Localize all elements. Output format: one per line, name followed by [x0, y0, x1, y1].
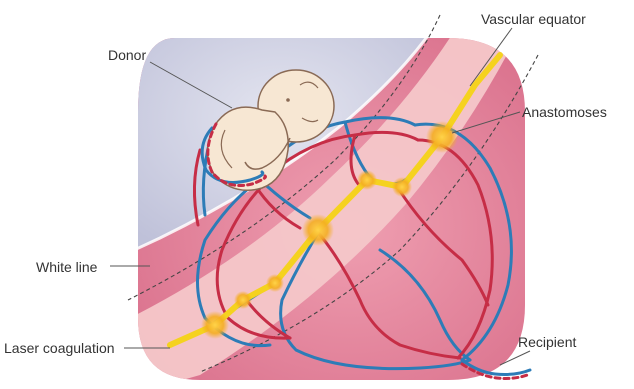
label-anastomoses: Anastomoses: [522, 104, 607, 120]
anastomosis-spot: [392, 177, 412, 197]
label-white-line: White line: [36, 259, 98, 275]
anastomosis-spot: [302, 214, 334, 246]
anastomosis-spot: [266, 274, 284, 292]
label-vascular-equator: Vascular equator: [481, 11, 586, 27]
label-laser-coagulation: Laser coagulation: [4, 340, 115, 356]
anastomosis-spot: [426, 121, 458, 153]
anastomosis-spot: [234, 291, 252, 309]
anastomosis-spot: [201, 311, 229, 339]
label-recipient: Recipient: [518, 334, 576, 350]
anastomosis-spot: [357, 170, 377, 190]
label-donor: Donor: [108, 47, 146, 63]
